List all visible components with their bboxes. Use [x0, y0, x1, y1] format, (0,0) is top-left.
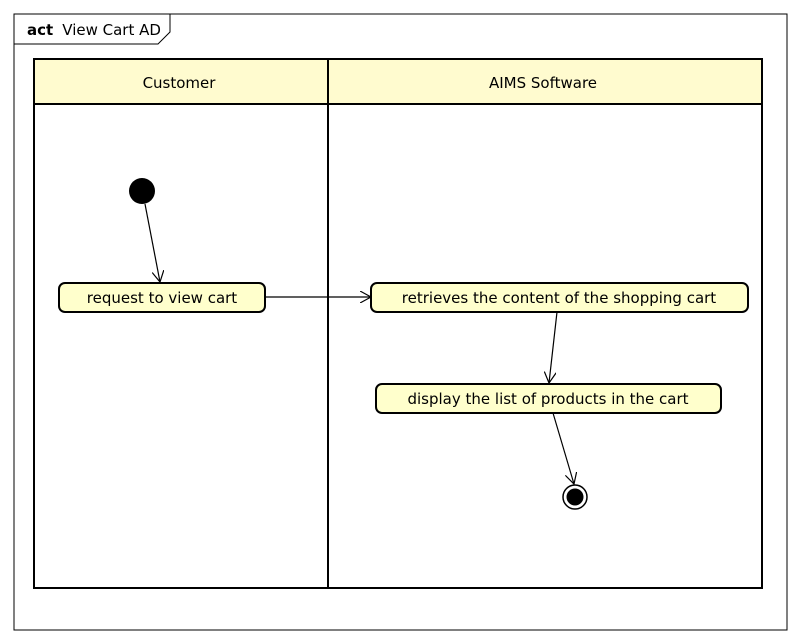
- swimlane-container: [33, 58, 763, 589]
- diagram-frame: [13, 13, 788, 631]
- flow-retrieve-to-display: [549, 311, 558, 383]
- lane-title-aims-software: AIMS Software: [489, 74, 597, 92]
- frame-keyword: act: [27, 21, 53, 39]
- action-label-request-to-view-cart: request to view cart: [87, 289, 238, 307]
- frame-name: View Cart AD: [62, 21, 161, 39]
- frame-title: act View Cart AD: [27, 20, 161, 39]
- initial-node: [129, 178, 155, 204]
- lane-title-customer: Customer: [143, 74, 217, 92]
- flow-display-to-final: [552, 412, 574, 484]
- lane-header-customer: [34, 59, 328, 104]
- frame-tab: [13, 13, 171, 45]
- action-request-to-view-cart: [58, 282, 266, 313]
- action-label-display-product-list: display the list of products in the cart: [407, 390, 688, 408]
- action-display-product-list: [375, 383, 722, 414]
- action-label-retrieve-cart-content: retrieves the content of the shopping ca…: [402, 289, 717, 307]
- action-retrieve-cart-content: [370, 282, 749, 313]
- lane-header-aims-software: [328, 59, 762, 104]
- final-node-dot: [566, 488, 584, 506]
- flow-initial-to-request: [144, 203, 160, 282]
